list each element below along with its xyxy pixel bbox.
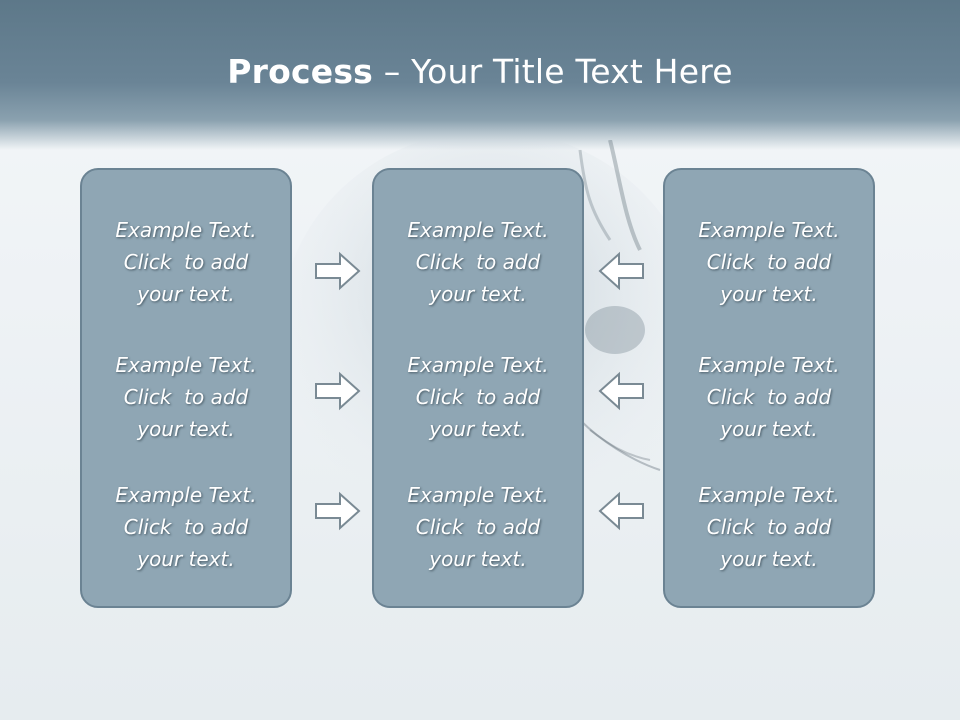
text-line: Example Text.	[698, 483, 840, 507]
arrow-right-icon[interactable]	[314, 491, 362, 531]
arrow-right-icon[interactable]	[314, 371, 362, 411]
text-line: Example Text.	[407, 218, 549, 242]
text-line: Click to add	[415, 250, 541, 274]
text-line: your text.	[720, 547, 818, 571]
text-line: Click to add	[706, 385, 832, 409]
text-block[interactable]: Example Text. Click to add your text.	[665, 214, 873, 310]
title-bar	[0, 0, 960, 150]
text-line: your text.	[429, 282, 527, 306]
text-line: Click to add	[415, 385, 541, 409]
arrow-left-icon[interactable]	[597, 491, 645, 531]
text-line: your text.	[429, 417, 527, 441]
text-line: Click to add	[706, 515, 832, 539]
text-line: Click to add	[123, 385, 249, 409]
title-bold-text: Process	[227, 52, 374, 91]
text-block[interactable]: Example Text. Click to add your text.	[374, 214, 582, 310]
panel-left[interactable]: Example Text. Click to add your text. Ex…	[80, 168, 292, 608]
panel-right[interactable]: Example Text. Click to add your text. Ex…	[663, 168, 875, 608]
text-block[interactable]: Example Text. Click to add your text.	[82, 479, 290, 575]
text-line: Example Text.	[407, 483, 549, 507]
arrow-left-icon[interactable]	[597, 251, 645, 291]
text-line: your text.	[720, 417, 818, 441]
arrow-right-icon[interactable]	[314, 251, 362, 291]
text-line: your text.	[137, 417, 235, 441]
panel-center[interactable]: Example Text. Click to add your text. Ex…	[372, 168, 584, 608]
text-line: your text.	[137, 282, 235, 306]
text-line: Click to add	[123, 515, 249, 539]
text-line: Example Text.	[407, 353, 549, 377]
text-line: Example Text.	[698, 218, 840, 242]
text-line: Click to add	[123, 250, 249, 274]
text-line: your text.	[429, 547, 527, 571]
slide-title[interactable]: Process – Your Title Text Here	[0, 52, 960, 91]
text-block[interactable]: Example Text. Click to add your text.	[665, 479, 873, 575]
text-line: Click to add	[706, 250, 832, 274]
text-line: Example Text.	[698, 353, 840, 377]
text-line: Example Text.	[115, 218, 257, 242]
text-block[interactable]: Example Text. Click to add your text.	[374, 349, 582, 445]
text-block[interactable]: Example Text. Click to add your text.	[82, 349, 290, 445]
text-block[interactable]: Example Text. Click to add your text.	[82, 214, 290, 310]
text-line: Example Text.	[115, 353, 257, 377]
text-line: your text.	[720, 282, 818, 306]
text-line: Example Text.	[115, 483, 257, 507]
text-line: Click to add	[415, 515, 541, 539]
text-block[interactable]: Example Text. Click to add your text.	[374, 479, 582, 575]
title-rest-text: – Your Title Text Here	[373, 52, 733, 91]
arrow-left-icon[interactable]	[597, 371, 645, 411]
text-block[interactable]: Example Text. Click to add your text.	[665, 349, 873, 445]
text-line: your text.	[137, 547, 235, 571]
